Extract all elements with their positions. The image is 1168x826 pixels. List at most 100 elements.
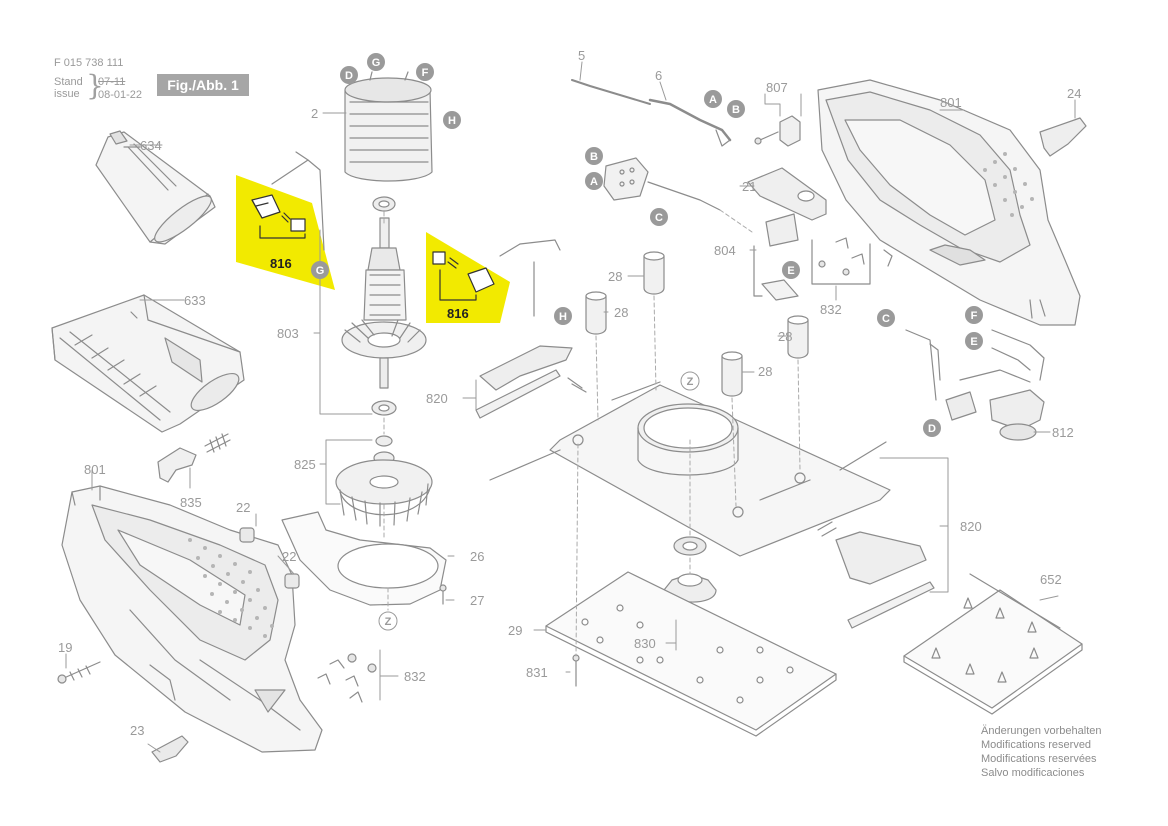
callout-D-top: D [340,66,358,84]
label-830: 830 [634,636,656,651]
label-803: 803 [277,326,299,341]
issue-date: 08-01-22 [98,89,143,101]
footer-line-en: Modifications reserved [981,739,1092,751]
label-832-right: 832 [820,302,842,317]
svg-text:E: E [970,336,977,348]
callout-letters: D G F H G H A B B A C E C F E D Z Z [311,53,983,631]
callout-C-right: C [877,309,895,327]
part-820-bracket-left [475,345,587,419]
callout-H-mid: H [554,307,572,325]
callout-C-mid: C [650,208,668,226]
label-28-a: 28 [608,269,622,284]
part-807-clip [754,115,801,147]
part-801-housing-right [817,79,1081,326]
label-801-left: 801 [84,462,106,477]
part-820-bracket-right [817,521,935,629]
svg-text:G: G [316,265,325,277]
callout-Z-center: Z [680,371,700,391]
svg-text:H: H [559,311,567,323]
callout-G-left: G [311,261,329,279]
callout-A-mid: A [585,172,603,190]
base-plate-holes [581,604,794,704]
footer-line-de: Änderungen vorbehalten [981,725,1102,737]
label-2: 2 [311,106,318,121]
label-807: 807 [766,80,788,95]
part-832-clips-left [317,653,377,703]
brush-cables [271,151,561,317]
callout-F-right: F [965,306,983,324]
part-835-latch [157,433,231,483]
part-831-screw [572,654,580,687]
svg-text:C: C [655,212,663,224]
document-number: F 015 738 111 [54,57,124,69]
part-26-baffle-plate [281,511,447,606]
callout-E-mid: E [782,261,800,279]
eccentric-bearing [673,536,707,556]
label-24: 24 [1067,86,1081,101]
callout-H-top: H [443,111,461,129]
label-28-c: 28 [778,329,792,344]
label-21: 21 [742,179,756,194]
part-27-screw [439,584,447,605]
part-652-perforator-plate [903,573,1083,715]
svg-text:Z: Z [687,376,694,388]
svg-text:G: G [372,57,381,69]
svg-text:E: E [787,265,794,277]
part-816-brush-left [251,194,306,239]
callout-Z-left: Z [378,611,398,631]
bearing-top [372,196,396,212]
label-28-b: 28 [614,305,628,320]
svg-text:Z: Z [385,616,392,628]
svg-text:D: D [928,423,936,435]
label-812: 812 [1052,425,1074,440]
label-831: 831 [526,665,548,680]
stand-label: Stand [54,76,83,88]
callout-B-top: B [727,100,745,118]
switch-connector [603,157,721,211]
part-803-armature [341,217,427,389]
part-5-cable [571,79,651,105]
label-825: 825 [294,457,316,472]
part-labels: 634 633 835 801 2 803 825 22 22 26 27 83… [58,48,1081,738]
footer-line-es: Salvo modificaciones [981,767,1085,779]
part-base-frame [489,381,891,557]
issue-label: issue [54,88,80,100]
part-6-cable-guard [648,98,732,147]
svg-text:D: D [345,70,353,82]
callout-F-top: F [416,63,434,81]
svg-text:F: F [422,67,429,79]
part-24-grip [1039,117,1087,157]
label-832-left: 832 [404,669,426,684]
label-634: 634 [140,138,162,153]
svg-text:H: H [448,115,456,127]
label-633: 633 [184,293,206,308]
leader-lines [65,61,1076,753]
figure-label: Fig./Abb. 1 [157,74,249,96]
label-22-b: 22 [282,549,296,564]
label-6: 6 [655,68,662,83]
housing-right-vent-dots [983,152,1034,217]
part-22-rubber-pads [239,527,300,589]
part-825-fan [335,459,433,527]
svg-text:A: A [709,94,717,106]
stand-struck-date: 07-11 [98,76,126,88]
part-634-dust-nozzle [95,130,216,245]
label-26: 26 [470,549,484,564]
label-816-right: 816 [447,306,469,321]
label-28-d: 28 [758,364,772,379]
part-633-dust-box [51,294,245,433]
part-2-stator [344,71,433,182]
label-23: 23 [130,723,144,738]
label-820-right: 820 [960,519,982,534]
part-801-housing-left [61,485,323,753]
part-812-wiring [905,329,1045,441]
label-27: 27 [470,593,484,608]
footer-line-fr: Modifications reservées [981,753,1097,765]
part-804-switch [753,213,799,301]
callout-B-mid: B [585,147,603,165]
label-652: 652 [1040,572,1062,587]
label-804: 804 [714,243,736,258]
label-820-left: 820 [426,391,448,406]
callout-D-right: D [923,419,941,437]
